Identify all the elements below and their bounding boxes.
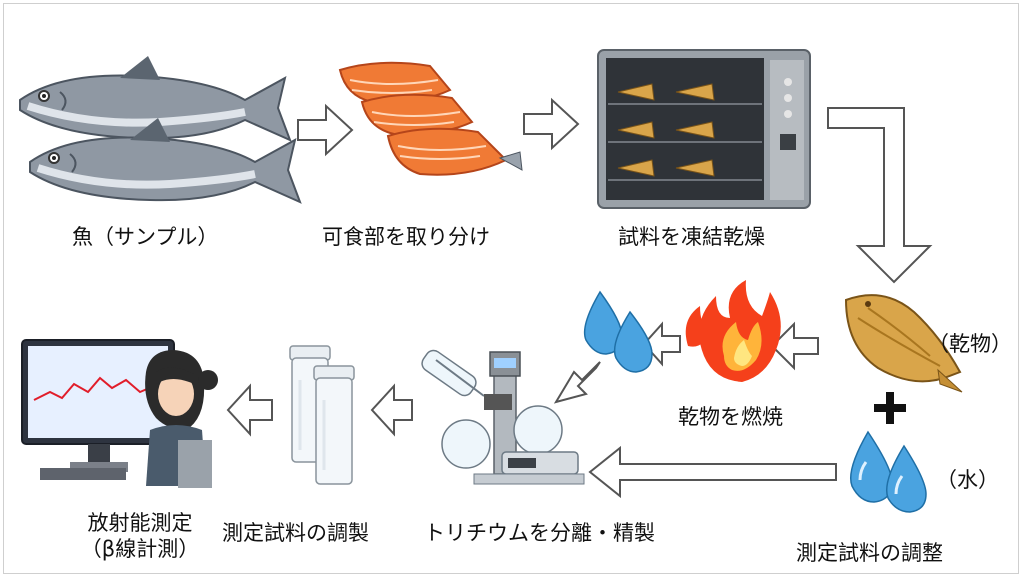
arrow-bend-down [827,107,933,284]
diagram-frame [3,3,1019,574]
water-drop-icon [583,290,653,373]
rotary-evaporator-icon [421,349,585,485]
arrow-right-1 [297,103,354,157]
label-freeze-dry: 試料を凍結乾燥 [618,225,765,249]
arrow-diagonal [553,361,601,404]
salmon-fish-icon [19,56,302,204]
arrow-left-2 [642,321,681,367]
arrow-left-long [588,445,837,499]
arrow-left-3 [370,383,413,437]
label-edible-portion: 可食部を取り分け [322,225,490,249]
arrow-right-2 [523,97,580,151]
arrow-left-1 [770,321,819,371]
vial-icon [289,345,355,485]
water-drop-icon [850,430,927,513]
label-adjust-sample: 測定試料の調整 [796,541,943,565]
label-measure-line2: （β線計測） [80,537,200,562]
label-water-note: （水） [936,468,999,492]
label-burn-dried: 乾物を燃焼 [678,405,783,429]
label-prepare-sample: 測定試料の調製 [222,521,369,545]
fire-icon [685,280,781,382]
freeze-dryer-icon [597,49,811,209]
salmon-fillet-icon [338,61,523,176]
label-measure-line1: 放射能測定 [87,511,193,535]
label-measure: 放射能測定 （β線計測） [60,510,220,563]
arrow-left-4 [226,383,273,437]
dried-fish-icon [844,294,963,393]
label-fish-sample: 魚（サンプル） [72,225,219,249]
computer-researcher-icon [21,339,218,488]
label-separate-tritium: トリチウムを分離・精製 [424,521,655,545]
label-dried-note: （乾物） [928,332,1012,356]
plus-icon [874,392,906,424]
